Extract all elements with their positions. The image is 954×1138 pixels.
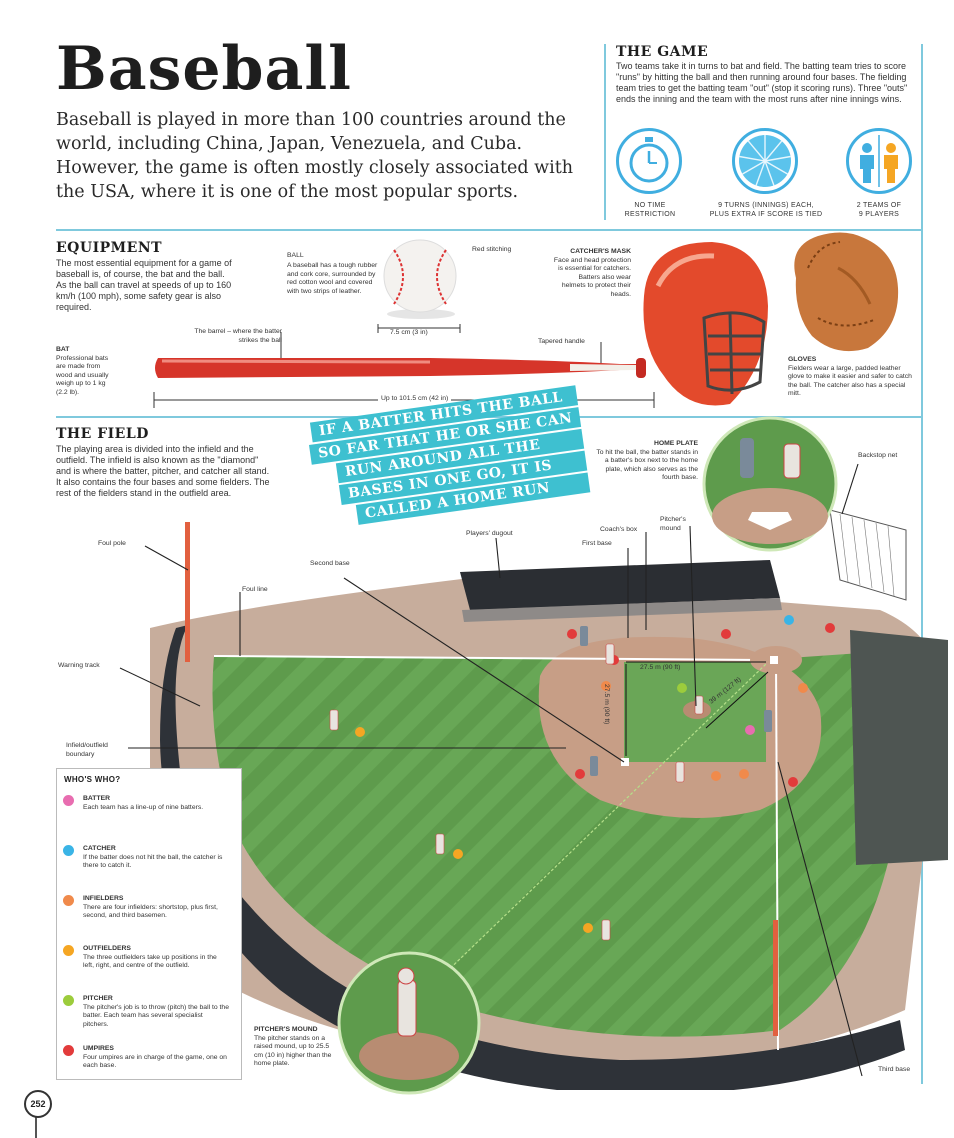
innings-pie-icon (732, 128, 798, 194)
page-title: Baseball (56, 34, 352, 104)
gloves-text: Fielders wear a large, padded leather gl… (788, 364, 912, 398)
equipment-text: The most essential equipment for a game … (56, 258, 232, 312)
legend-item-pitcher: PITCHER The pitcher's job is to throw (p… (63, 993, 235, 1043)
bat-text: Professional bats are made from wood and… (56, 354, 109, 396)
backstop-label: Backstop net (858, 452, 898, 459)
distance-base-label: 27.5 m (90 ft) (640, 664, 681, 671)
players-icon (846, 128, 912, 194)
equipment-rule (56, 229, 922, 231)
legend-outfielders-title: OUTFIELDERS (83, 945, 131, 952)
ball-text: A baseball has a tough rubber and cork c… (287, 262, 378, 295)
icon-label-innings: 9 TURNS (INNINGS) EACH, (718, 202, 814, 209)
intro-text: Baseball is played in more than 100 coun… (56, 110, 573, 202)
home-plate-text: To hit the ball, the batter stands in a … (596, 448, 698, 482)
foul-line-label: Foul line (242, 586, 268, 593)
handle-pointer (600, 342, 602, 366)
gloves-title: GLOVES (788, 356, 817, 363)
legend-umpires-text: Four umpires are in charge of the game, … (83, 1053, 227, 1070)
second-base-label: Second base (310, 560, 350, 567)
bat-length-label: Up to 101.5 cm (42 in) (378, 395, 452, 404)
icon-label-time: NO TIME (634, 202, 666, 209)
mound-title: PITCHER'S MOUND (254, 1026, 318, 1033)
third-base-label: Third base (878, 1066, 911, 1073)
barrel-label: The barrel – where the batter strikes th… (194, 328, 282, 344)
field-heading: THE FIELD (56, 426, 149, 442)
legend-batter-title: BATTER (83, 795, 111, 802)
mask-title: CATCHER'S MASK (570, 248, 631, 255)
barrel-pointer (280, 332, 282, 360)
legend-pitcher-title: PITCHER (83, 995, 113, 1002)
game-text: Two teams take it in turns to bat and fi… (616, 61, 908, 104)
icon-label-innings-2: PLUS EXTRA IF SCORE IS TIED (709, 211, 823, 218)
legend-item-catcher: CATCHER If the batter does not hit the b… (63, 843, 235, 893)
home-plate-title: HOME PLATE (653, 440, 698, 447)
legend-outfielders-text: The three outfielders take up positions … (83, 953, 217, 970)
warning-track-label: Warning track (58, 662, 100, 669)
coachs-box-label: Coach's box (600, 526, 638, 533)
baseball-icon (383, 239, 457, 319)
ballpark-illustration (119, 463, 948, 1090)
legend-catcher-title: CATCHER (83, 845, 116, 852)
icon-label-teams-2: 9 PLAYERS (858, 211, 900, 218)
pitchers-mound-label: Pitcher's mound (660, 516, 686, 532)
catcher-dot (63, 845, 74, 856)
ball-size-line (377, 324, 461, 333)
home-plate-inset (702, 416, 838, 552)
page-number-stem (35, 1114, 37, 1138)
handle-label: Tapered handle (538, 338, 585, 345)
right-rule (921, 44, 923, 1084)
legend-batter-text: Each team has a line-up of nine batters. (83, 803, 204, 811)
foul-pole-label: Foul pole (98, 540, 126, 547)
page-number: 252 (24, 1090, 52, 1118)
ball-size-label: 7.5 cm (3 in) (388, 329, 430, 338)
bat-icon (155, 358, 646, 378)
pitcher-dot (63, 995, 74, 1006)
whos-who-legend: WHO'S WHO? BATTER Each team has a line-u… (56, 768, 242, 1080)
legend-umpires-title: UMPIRES (83, 1045, 114, 1052)
legend-catcher-text: If the batter does not hit the ball, the… (83, 853, 223, 870)
batter-dot (63, 795, 74, 806)
legend-item-infielders: INFIELDERS There are four infielders: sh… (63, 893, 235, 943)
ball-title: BALL (287, 252, 304, 259)
game-heading: THE GAME (616, 44, 709, 60)
boundary-label: Infield/outfield boundary (66, 742, 108, 758)
dugout-label: Players' dugout (466, 530, 513, 537)
field-text: The playing area is divided into the inf… (56, 444, 270, 498)
legend-item-umpires: UMPIRES Four umpires are in charge of th… (63, 1043, 235, 1089)
infielders-dot (63, 895, 74, 906)
glove-icon (794, 232, 899, 352)
red-stitching-label: Red stitching (472, 246, 512, 253)
legend-pitcher-text: The pitcher's job is to throw (pitch) th… (83, 1003, 229, 1028)
legend-item-batter: BATTER Each team has a line-up of nine b… (63, 793, 235, 843)
mask-text: Face and head protection is essential fo… (553, 256, 631, 298)
icon-label-teams: 2 TEAMS OF (856, 202, 902, 209)
legend-heading: WHO'S WHO? (64, 775, 121, 784)
legend-item-outfielders: OUTFIELDERS The three outfielders take u… (63, 943, 235, 993)
stopwatch-icon (616, 128, 682, 194)
mound-text: The pitcher stands on a raised mound, up… (254, 1034, 332, 1068)
outfielders-dot (63, 945, 74, 956)
game-divider (604, 44, 606, 220)
distance-base-vertical-label: 27.5 m (90 ft) (603, 684, 610, 725)
legend-infielders-text: There are four infielders: shortstop, pl… (83, 903, 218, 920)
icon-label-time-2: RESTRICTION (624, 211, 676, 218)
first-base-label: First base (582, 540, 612, 547)
umpires-dot (63, 1045, 74, 1056)
pitchers-mound-inset (337, 951, 481, 1095)
catchers-mask-icon (643, 242, 768, 406)
equipment-heading: EQUIPMENT (56, 240, 163, 256)
bat-title: BAT (56, 346, 70, 353)
legend-infielders-title: INFIELDERS (83, 895, 124, 902)
